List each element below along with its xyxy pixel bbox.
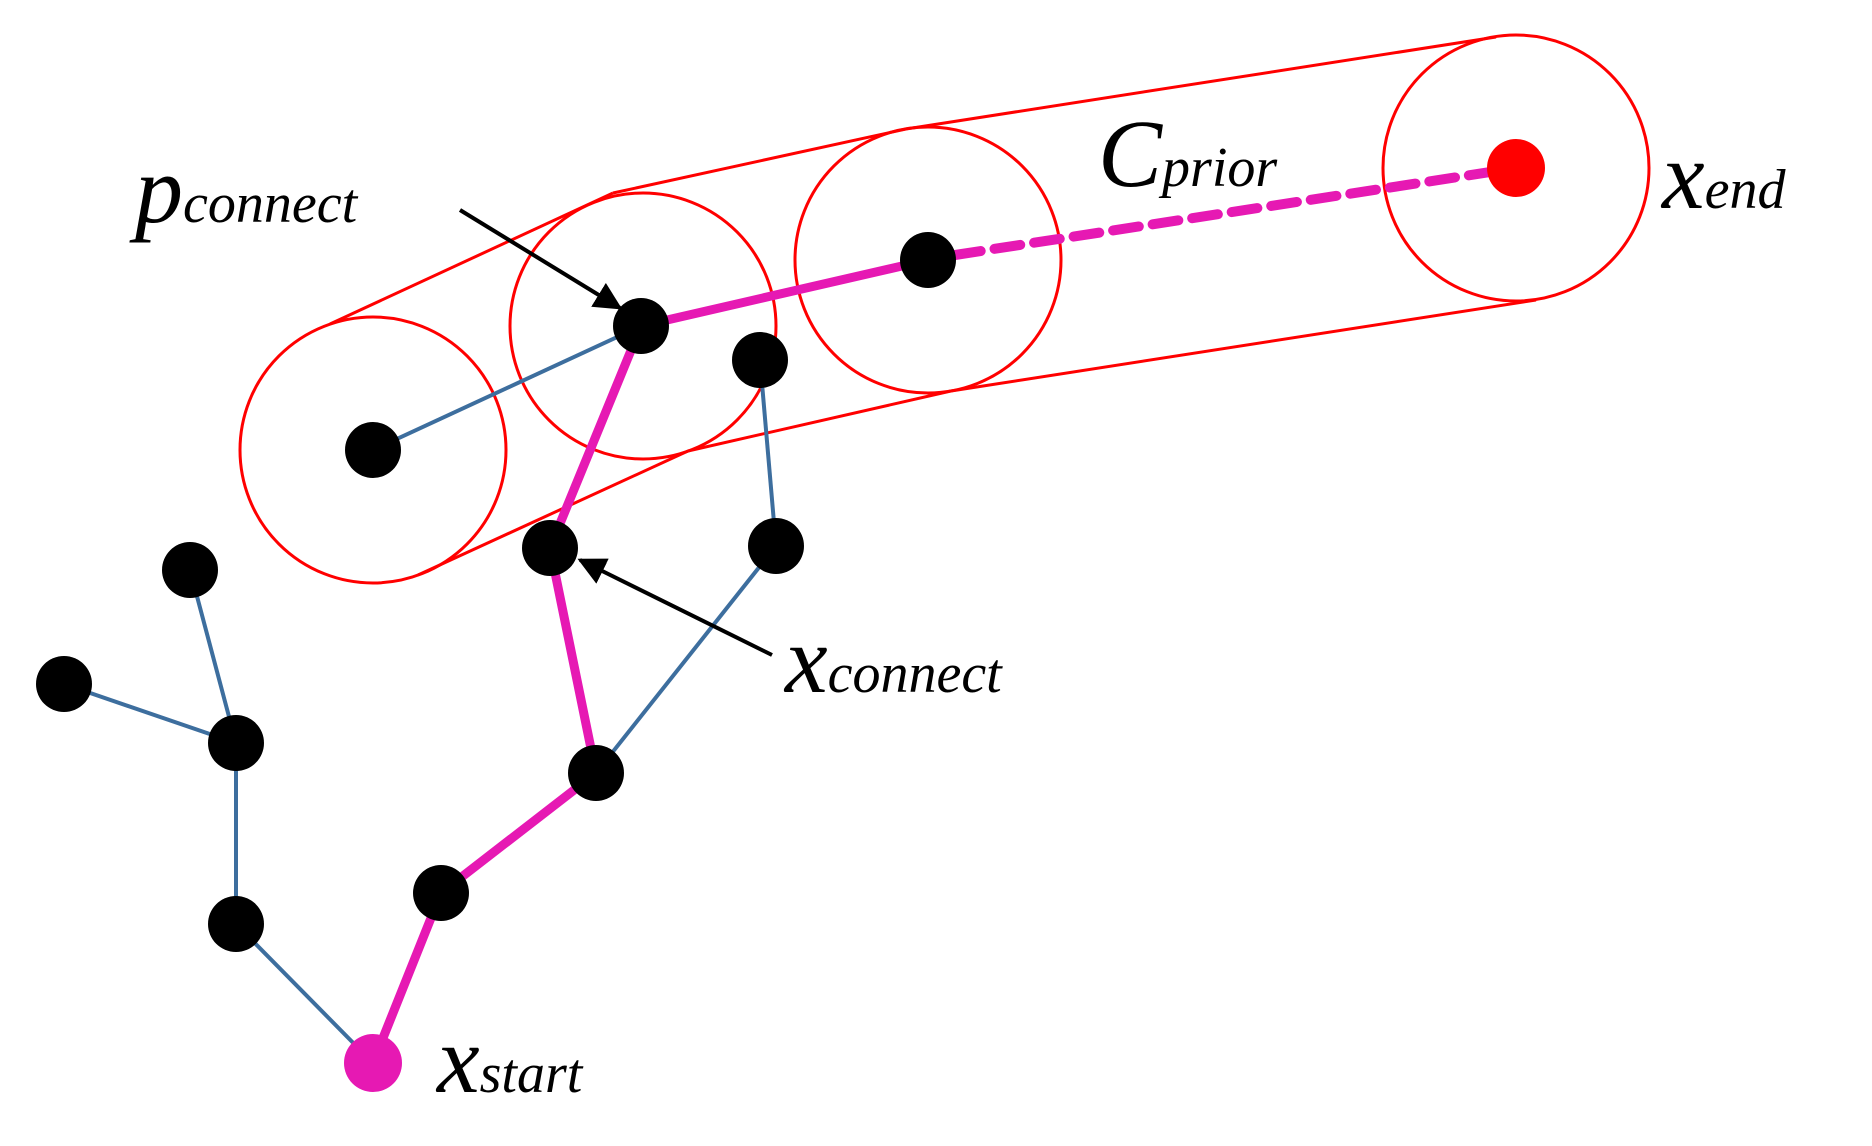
tree-edge [234, 922, 375, 1065]
tree-edges [63, 324, 778, 1065]
node [162, 542, 218, 598]
tree-edge [188, 569, 238, 744]
path-solid [368, 255, 933, 1068]
node [208, 715, 264, 771]
solution-path [368, 163, 1521, 1068]
label-x-end: xend [1660, 122, 1786, 229]
node-p-connect [613, 298, 669, 354]
label-c-prior: Cprior [1098, 100, 1277, 207]
path-dashed [950, 163, 1521, 260]
prior-circle-2 [508, 191, 778, 461]
arrow-p-connect [458, 208, 623, 310]
tree-edge [372, 324, 642, 452]
prior-circle-4 [1381, 33, 1651, 303]
prior-region [238, 33, 1651, 585]
node [413, 865, 469, 921]
end-node [1487, 139, 1545, 197]
prior-hull-top-2 [612, 127, 907, 195]
node [208, 896, 264, 952]
arrow-x-connect [577, 558, 773, 657]
prior-hull-bottom-1 [417, 449, 689, 577]
prior-circle-1 [238, 315, 508, 585]
prior-hull-bottom-2 [687, 389, 952, 453]
tree-nodes [36, 232, 956, 952]
prior-hull-bottom-3 [950, 298, 1537, 393]
label-x-connect: xconnect [783, 606, 1003, 713]
node-x-connect [522, 520, 578, 576]
label-p-connect: pconnect [129, 136, 359, 243]
node [568, 745, 624, 801]
label-x-start: xstart [435, 1006, 584, 1113]
node [36, 656, 92, 712]
prior-hull-top-1 [329, 191, 614, 326]
tree-edge [758, 359, 778, 547]
prior-hull-top-3 [905, 35, 1497, 131]
node [748, 518, 804, 574]
tree-edge [594, 544, 778, 775]
node [345, 422, 401, 478]
node [732, 332, 788, 388]
start-node [344, 1034, 402, 1092]
tree-edge [63, 682, 237, 745]
node [900, 232, 956, 288]
